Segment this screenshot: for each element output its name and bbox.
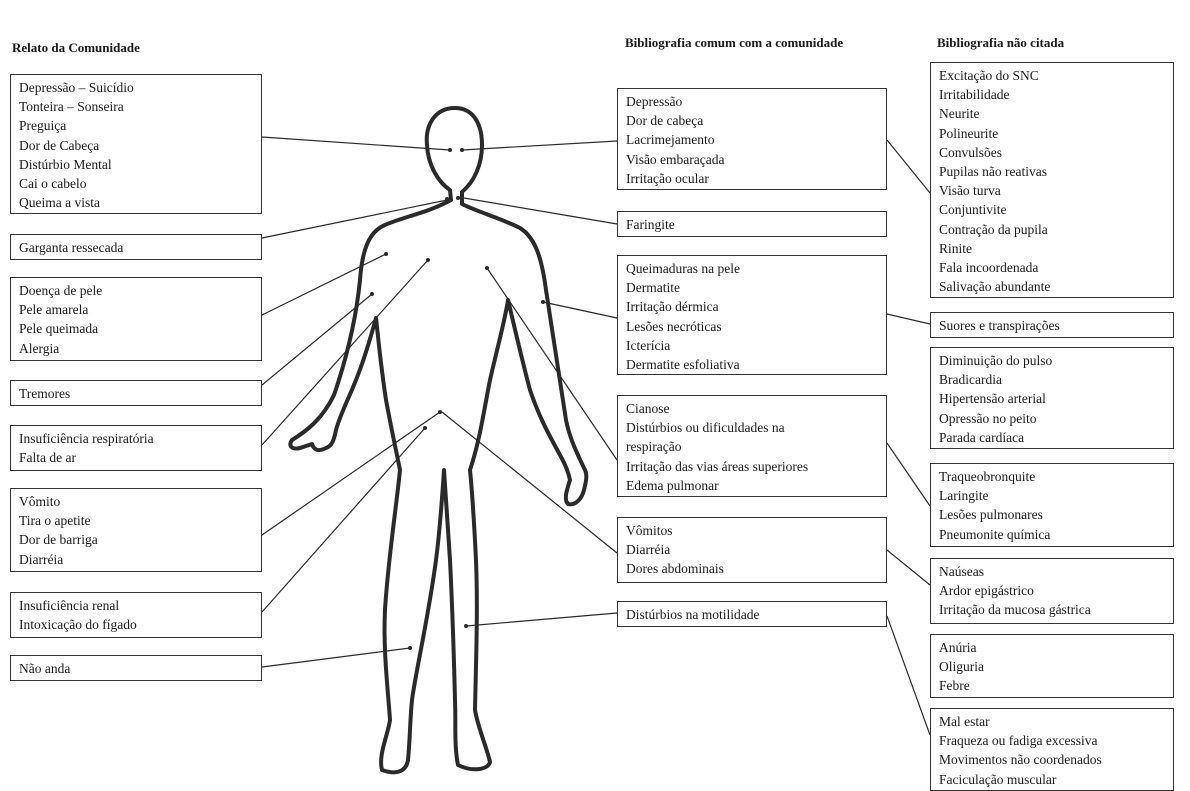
list-item: Vômitos [626,521,880,540]
list-item: Lacrimejamento [626,130,880,149]
list-item: Bradicardia [939,370,1167,389]
list-item: Preguiça [19,116,255,135]
list-item: Polineurite [939,124,1167,143]
list-item: Edema pulmonar [626,476,880,495]
list-item: Pele queimada [19,319,255,338]
list-item: Irritação ocular [626,169,880,188]
list-item: Icterícia [626,336,880,355]
community-box-throat: Garganta ressecada [10,234,262,260]
community-box-tremors: Tremores [10,380,262,406]
list-item: Garganta ressecada [19,238,255,257]
not-cited-box-pulmonary: Traqueobronquite Laringite Lesões pulmon… [930,463,1174,547]
list-item: Hipertensão arterial [939,389,1167,408]
list-item: Naúseas [939,562,1167,581]
list-item: Irritação da mucosa gástrica [939,600,1167,619]
list-item: Insuficiência respiratória [19,429,255,448]
list-item: Parada cardíaca [939,428,1167,447]
list-item: Opressão no peito [939,409,1167,428]
list-item: Movimentos não coordenados [939,750,1167,769]
list-item: Faciculação muscular [939,770,1167,789]
list-item: Intoxicação do fígado [19,615,255,634]
list-item: Queimaduras na pele [626,259,880,278]
list-item: Faringite [626,215,880,234]
list-item: Ardor epigástrico [939,581,1167,600]
list-item: Dores abdominais [626,559,880,578]
common-box-head: Depressão Dor de cabeça Lacrimejamento V… [617,88,887,190]
not-cited-box-cardiac: Diminuição do pulso Bradicardia Hiperten… [930,347,1174,449]
list-item: Distúrbio Mental [19,155,255,174]
common-box-motility: Distúrbios na motilidade [617,601,887,627]
list-item: Lesões necróticas [626,317,880,336]
list-item: Pupilas não reativas [939,162,1167,181]
list-item: Dor de barriga [19,530,255,549]
not-cited-box-gastric: Naúseas Ardor epigástrico Irritação da m… [930,558,1174,624]
list-item: Queima a vista [19,193,255,212]
list-item: Febre [939,676,1167,695]
list-item: Cianose [626,399,880,418]
not-cited-box-renal: Anúria Oliguria Febre [930,634,1174,698]
common-box-skin: Queimaduras na pele Dermatite Irritação … [617,255,887,375]
list-item: Rinite [939,239,1167,258]
list-item: Traqueobronquite [939,467,1167,486]
list-item: Dor de Cabeça [19,136,255,155]
list-item: Diarréia [626,540,880,559]
list-item: Fala incoordenada [939,258,1167,277]
list-item: Oliguria [939,657,1167,676]
list-item: Laringite [939,486,1167,505]
list-item: Mal estar [939,712,1167,731]
community-box-respiratory: Insuficiência respiratória Falta de ar [10,425,262,471]
list-item: Depressão – Suicídio [19,78,255,97]
list-item: Fraqueza ou fadiga excessiva [939,731,1167,750]
community-box-walk: Não anda [10,655,262,681]
list-item: Irritação das vias áreas superiores [626,457,880,476]
common-box-digestive: Vômitos Diarréia Dores abdominais [617,517,887,583]
list-item: Lesões pulmonares [939,505,1167,524]
list-item: Irritabilidade [939,85,1167,104]
community-box-skin: Doença de pele Pele amarela Pele queimad… [10,277,262,361]
list-item: Depressão [626,92,880,111]
list-item: Dor de cabeça [626,111,880,130]
list-item: Distúrbios na motilidade [626,605,880,624]
list-item: Tonteira – Sonseira [19,97,255,116]
not-cited-box-sweat: Suores e transpirações [930,312,1174,338]
list-item: Tira o apetite [19,511,255,530]
common-box-respiratory: Cianose Distúrbios ou dificuldades na re… [617,395,887,497]
list-item: respiração [626,437,880,456]
list-item: Pele amarela [19,300,255,319]
not-cited-box-general: Mal estar Fraqueza ou fadiga excessiva M… [930,708,1174,791]
list-item: Dermatite [626,278,880,297]
list-item: Excitação do SNC [939,66,1167,85]
common-box-pharyngitis: Faringite [617,211,887,237]
list-item: Vômito [19,492,255,511]
community-box-head: Depressão – Suicídio Tonteira – Sonseira… [10,74,262,214]
not-cited-box-neuro: Excitação do SNC Irritabilidade Neurite … [930,62,1174,298]
list-item: Suores e transpirações [939,316,1167,335]
community-box-renal: Insuficiência renal Intoxicação do fígad… [10,592,262,638]
list-item: Doença de pele [19,281,255,300]
list-item: Distúrbios ou dificuldades na [626,418,880,437]
list-item: Tremores [19,384,255,403]
list-item: Dermatite esfoliativa [626,355,880,374]
list-item: Diarréia [19,550,255,569]
list-item: Neurite [939,104,1167,123]
list-item: Falta de ar [19,448,255,467]
list-item: Insuficiência renal [19,596,255,615]
list-item: Diminuição do pulso [939,351,1167,370]
list-item: Salivação abundante [939,277,1167,296]
list-item: Convulsões [939,143,1167,162]
list-item: Alergia [19,339,255,358]
list-item: Cai o cabelo [19,174,255,193]
list-item: Não anda [19,659,255,678]
list-item: Contração da pupila [939,220,1167,239]
community-box-digestive: Vômito Tira o apetite Dor de barriga Dia… [10,488,262,572]
list-item: Irritação dérmica [626,297,880,316]
list-item: Conjuntivite [939,200,1167,219]
list-item: Visão embaraçada [626,150,880,169]
list-item: Anúria [939,638,1167,657]
list-item: Visão turva [939,181,1167,200]
list-item: Pneumonite química [939,525,1167,544]
